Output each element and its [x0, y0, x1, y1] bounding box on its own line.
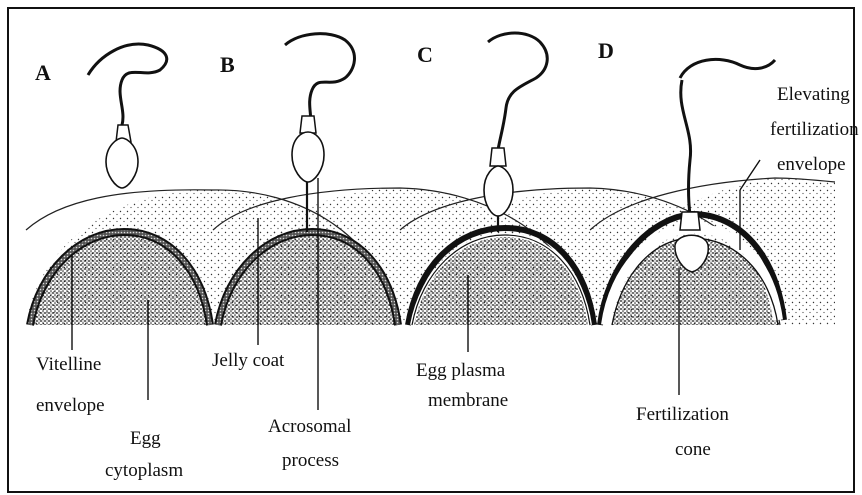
label-egg-plasma-membrane-2: membrane	[428, 390, 508, 411]
label-egg-cytoplasm-2: cytoplasm	[105, 460, 183, 481]
panel-label-c: C	[417, 42, 433, 67]
label-acrosomal-process-2: process	[282, 450, 339, 471]
label-elevating-fertilization-envelope-1: Elevating	[777, 84, 850, 105]
panel-label-d: D	[598, 38, 614, 63]
label-fertilization-cone-1: Fertilization	[636, 404, 729, 425]
label-vitelline-envelope-2: envelope	[36, 395, 105, 416]
label-elevating-fertilization-envelope-3: envelope	[777, 154, 846, 175]
label-jelly-coat: Jelly coat	[212, 350, 285, 371]
label-acrosomal-process-1: Acrosomal	[268, 416, 351, 437]
panel-label-b: B	[220, 52, 235, 77]
label-egg-plasma-membrane-1: Egg plasma	[416, 360, 506, 381]
panel-label-a: A	[35, 60, 51, 85]
sperm-A	[88, 44, 167, 188]
label-fertilization-cone-2: cone	[675, 439, 711, 460]
label-egg-cytoplasm-1: Egg	[130, 428, 161, 449]
label-elevating-fertilization-envelope-2: fertilization	[770, 119, 859, 140]
label-vitelline-envelope-1: Vitelline	[36, 354, 101, 375]
